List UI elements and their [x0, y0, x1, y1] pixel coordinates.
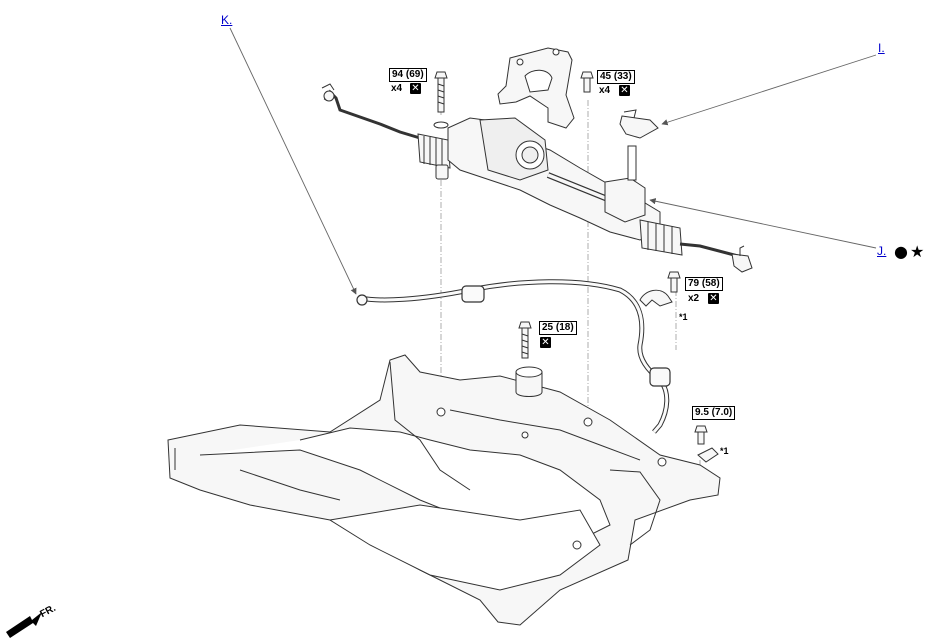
star-symbol: ★ — [910, 242, 925, 261]
replace-icon-4: ✕ — [540, 337, 551, 348]
circle-symbol: ● — [894, 242, 908, 261]
torque-label-1: 94 (69) — [389, 68, 427, 82]
leader-k — [229, 27, 357, 295]
quantity-label-1: x4 — [391, 83, 403, 94]
replace-icon-3: ✕ — [708, 293, 719, 304]
torque-label-5: 9.5 (7.0) — [692, 406, 736, 420]
stabilizer-bar — [356, 279, 671, 434]
callout-i[interactable]: I. — [878, 41, 885, 55]
callout-j[interactable]: J. — [877, 244, 887, 258]
note-label-2: *1 — [720, 446, 729, 456]
replace-icon-2: ✕ — [619, 85, 630, 96]
fr-direction-arrow — [6, 612, 42, 638]
steering-gear-assembly — [321, 83, 753, 273]
gear-bracket — [497, 47, 575, 129]
replace-icon-1: ✕ — [410, 83, 421, 94]
leader-lines — [229, 27, 877, 295]
quantity-label-3: x2 — [688, 293, 700, 304]
leader-j — [649, 198, 877, 249]
front-subframe — [167, 354, 721, 626]
column-hole-cover — [619, 109, 659, 139]
note-label-1: *1 — [679, 312, 688, 322]
callout-k[interactable]: K. — [221, 13, 233, 27]
torque-label-2: 45 (33) — [597, 70, 635, 84]
leader-i — [661, 54, 877, 126]
torque-label-4: 25 (18) — [539, 321, 577, 335]
quantity-label-2: x4 — [599, 85, 611, 96]
torque-label-3: 79 (58) — [685, 277, 723, 291]
fasteners — [433, 71, 719, 463]
